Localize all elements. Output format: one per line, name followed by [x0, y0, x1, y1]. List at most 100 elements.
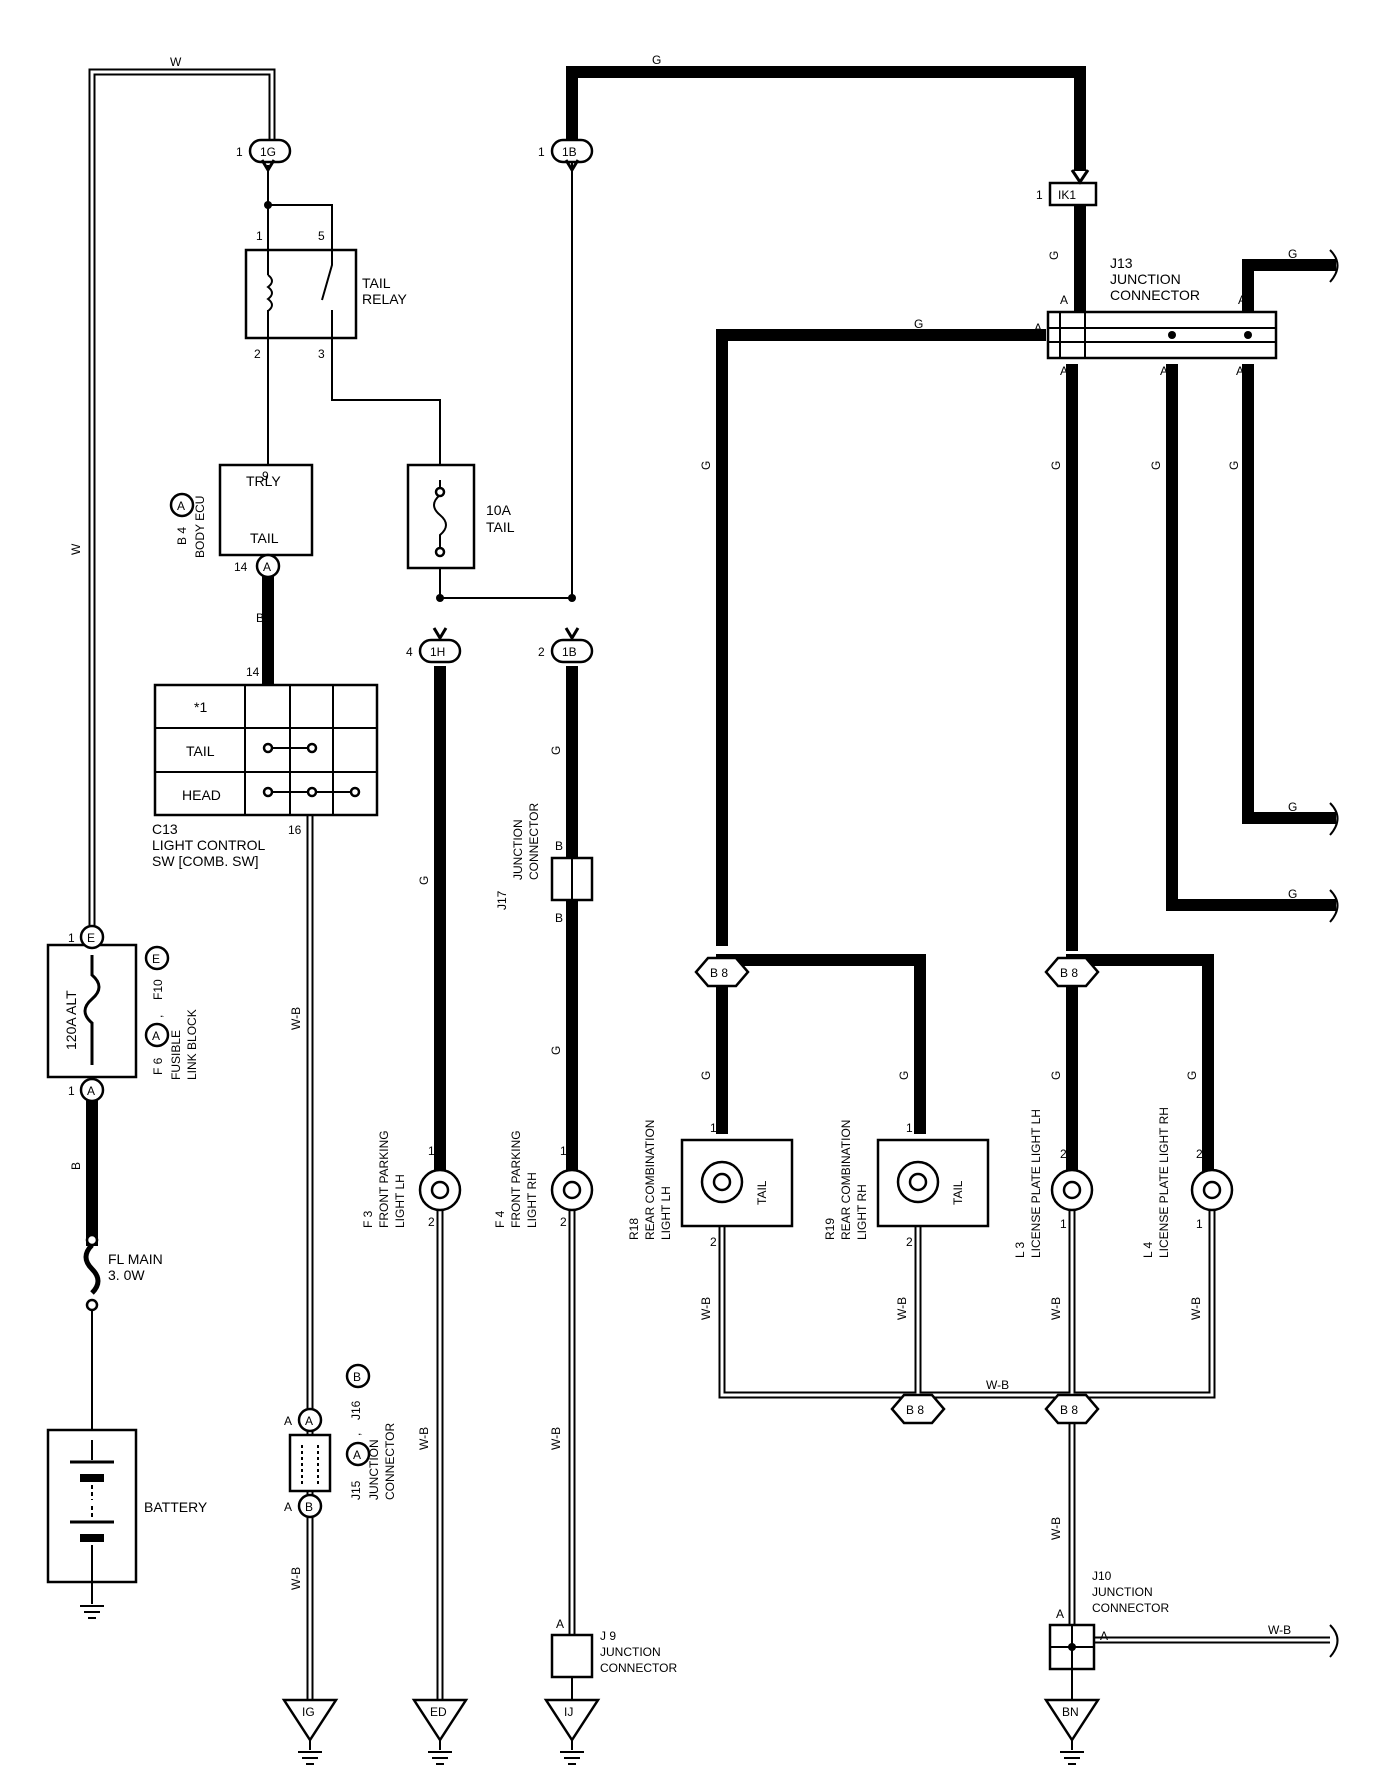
j17-pin-b-bottom: B: [555, 911, 563, 925]
lamp-l3: [1050, 1168, 1094, 1212]
svg-text:TAIL: TAIL: [250, 530, 279, 546]
ecu-badge-a: A: [177, 499, 185, 513]
fl-main-label-1: FL MAIN: [108, 1251, 163, 1267]
r19-name-1: REAR COMBINATION: [839, 1120, 853, 1240]
j15-pin-a-bottom: A: [284, 1500, 292, 1514]
light-control-switch: [153, 683, 379, 817]
pin-1b-low: 2: [538, 645, 545, 659]
wire-label-wb-f4: W-B: [549, 1427, 563, 1450]
lamp-l4: [1190, 1168, 1234, 1212]
continuation-marks: [1329, 249, 1339, 1658]
relay-pin-5: 5: [318, 229, 325, 243]
switch-row-head: HEAD: [182, 787, 221, 803]
wire-label-g-out1: G: [1288, 247, 1297, 261]
wire-label-g-center: G: [1049, 461, 1063, 470]
junction-j10: [1048, 1623, 1096, 1700]
wire-label-b-main: B: [69, 1162, 83, 1170]
j10-pin-a-top: A: [1056, 1607, 1064, 1621]
wire-label-g-l4: G: [1185, 1071, 1199, 1080]
f4-pin-1: 1: [560, 1144, 567, 1158]
wire-label-wb-out: W-B: [1268, 1623, 1291, 1637]
l4-pin-1: 1: [1196, 1217, 1203, 1231]
lamp-f3: [418, 1168, 462, 1212]
j15-pin-a-top: A: [284, 1414, 292, 1428]
junction-j15: [288, 1407, 332, 1519]
connector-1B-low: 1B: [550, 638, 594, 664]
wire-w: [88, 68, 276, 930]
wire-label-b-ecu: B: [256, 611, 264, 625]
fuse-label-1: 10A: [486, 502, 512, 518]
r18-name-1: REAR COMBINATION: [643, 1120, 657, 1240]
ecu-code: B 4: [175, 527, 189, 545]
l4-name: LICENSE PLATE LIGHT RH: [1157, 1107, 1171, 1258]
junction-dot: [436, 594, 444, 602]
wire-label-wb-2: W-B: [289, 1567, 303, 1590]
wire-label-g-4: G: [1227, 461, 1241, 470]
connector-b8-3: B 8: [890, 1393, 946, 1425]
junction-j17: [550, 856, 594, 902]
connector-1G: 1G: [248, 138, 292, 164]
r19-pin-2: 2: [906, 1235, 913, 1249]
wire-relay-3-fuse: [331, 338, 441, 465]
j13-code: J13: [1110, 255, 1133, 271]
svg-text:1B: 1B: [562, 645, 577, 659]
svg-text:IG: IG: [302, 1705, 315, 1719]
wire-label-g-3: G: [1149, 461, 1163, 470]
relay-pin-2: 2: [254, 347, 261, 361]
wire-label-w-top: W: [170, 55, 182, 69]
ecu-name: BODY ECU: [193, 496, 207, 558]
tail-relay: [244, 248, 358, 340]
j13-pin-a6: A: [1236, 364, 1244, 378]
switch-pin-16: 16: [288, 823, 302, 837]
arrow-1g: [260, 159, 276, 173]
j15-conn-badge: [345, 1441, 371, 1467]
svg-text:E: E: [87, 931, 95, 945]
wire-g-out-3: [1166, 364, 1336, 911]
r19-pin-1: 1: [906, 1121, 913, 1135]
wire-g-l4: [1066, 954, 1214, 1178]
svg-text:ED: ED: [430, 1705, 447, 1719]
relay-label-2: RELAY: [362, 291, 408, 307]
wire-label-wb-r19: W-B: [895, 1297, 909, 1320]
wire-g-r19: [716, 954, 926, 1134]
j17-name-1: JUNCTION: [511, 819, 525, 880]
j13-pin-a4: A: [1060, 364, 1068, 378]
r18-pin-1: 1: [710, 1121, 717, 1135]
r19-tail: TAIL: [951, 1180, 965, 1205]
fusible-badge-e-text: E: [152, 952, 160, 966]
j17-code: J17: [495, 890, 509, 910]
ground-bn: BN: [1043, 1698, 1101, 1765]
junction-j9: [550, 1633, 594, 1700]
r19-name-2: LIGHT RH: [855, 1184, 869, 1240]
fl-main: [83, 1233, 101, 1312]
wire-label-w-left: W: [69, 543, 83, 555]
j15-sep: ,: [349, 1433, 363, 1436]
j15-badge-a: A: [305, 1414, 313, 1428]
wire-label-g-j13: G: [1047, 251, 1061, 260]
ecu-pin-14-badge: A: [255, 553, 281, 579]
fusible-top-badge: E: [79, 924, 105, 950]
wire-g-out-2: [1242, 364, 1336, 824]
connector-1H: 1H: [418, 638, 462, 664]
j16-code: J16: [349, 1400, 363, 1420]
fusible-code-2: F 6: [151, 1057, 165, 1075]
wire-label-g-j13-left: G: [914, 317, 923, 331]
fusible-name-2: LINK BLOCK: [185, 1009, 199, 1080]
switch-name-1: LIGHT CONTROL: [152, 837, 266, 853]
wire-label-wb-1: W-B: [289, 1007, 303, 1030]
fusible-link-block: [46, 943, 138, 1079]
connector-b8-4: B 8: [1044, 1393, 1100, 1425]
svg-text:BN: BN: [1062, 1705, 1079, 1719]
f3-code: F 3: [361, 1210, 375, 1228]
f4-name-1: FRONT PARKING: [509, 1130, 523, 1228]
fusible-alt: 120A ALT: [63, 990, 79, 1050]
ground-ij: IJ: [543, 1698, 601, 1765]
wire-g-top: [566, 66, 1086, 171]
r19-code: R19: [823, 1218, 837, 1240]
j15-name-2: CONNECTOR: [383, 1423, 397, 1500]
l3-pin-1: 1: [1060, 1217, 1067, 1231]
svg-text:A: A: [263, 560, 271, 574]
fusible-badge-a-text: A: [152, 1029, 160, 1043]
switch-row-tail: TAIL: [186, 743, 215, 759]
